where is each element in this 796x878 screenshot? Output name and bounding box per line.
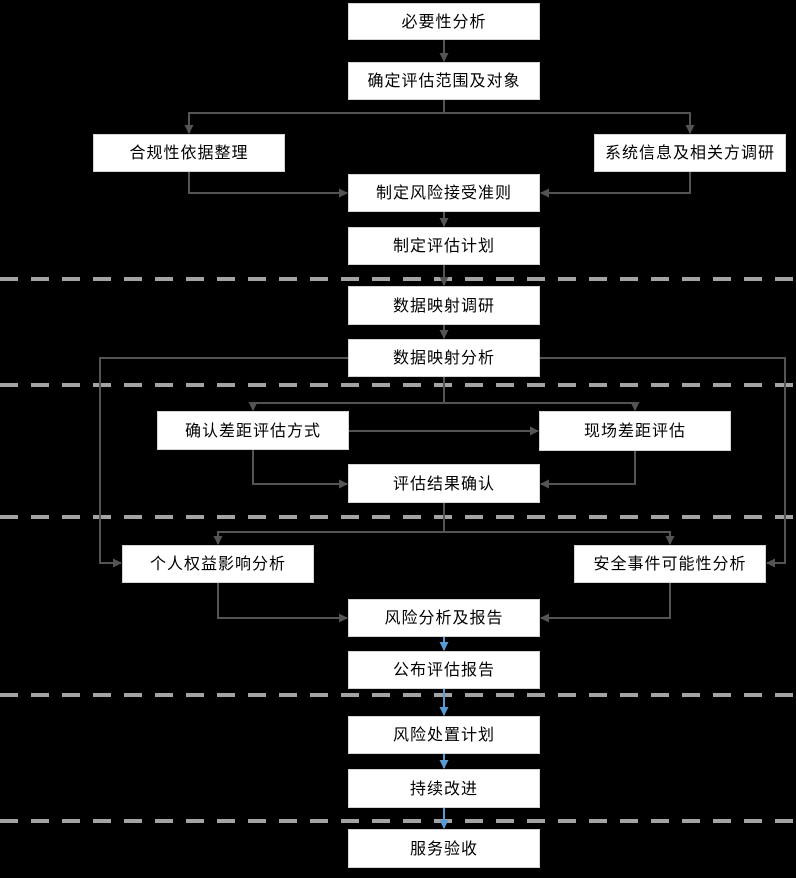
edge-group bbox=[99, 40, 786, 829]
node-onsite-gap-assessment: 现场差距评估 bbox=[539, 411, 731, 451]
edge-confirm-gap-method--result-confirmation bbox=[252, 450, 348, 489]
edge-personal-rights-impact--risk-analysis-report bbox=[217, 583, 348, 623]
node-label: 制定风险接受准则 bbox=[375, 183, 512, 202]
edge-data-mapping-analysis--personal-rights-impact bbox=[99, 357, 348, 568]
edge-define-scope--compliance-basis bbox=[184, 100, 445, 134]
node-label: 评估结果确认 bbox=[392, 473, 495, 493]
edge-security-incident-likelihood--risk-analysis-report bbox=[540, 583, 671, 623]
node-label: 风险处置计划 bbox=[392, 725, 495, 744]
node-label: 持续改进 bbox=[409, 778, 478, 798]
node-label: 系统信息及相关方调研 bbox=[604, 143, 775, 162]
edge-result-confirmation--security-incident-likelihood bbox=[444, 531, 675, 545]
node-label: 数据映射分析 bbox=[392, 348, 495, 367]
edge-result-confirmation--personal-rights-impact bbox=[213, 503, 445, 545]
node-system-info-research: 系统信息及相关方调研 bbox=[594, 134, 786, 172]
node-label: 制定评估计划 bbox=[392, 236, 495, 255]
node-label: 风险分析及报告 bbox=[384, 608, 504, 627]
edge-system-info-research--risk-acceptance-criteria bbox=[540, 172, 691, 198]
node-security-incident-likelihood: 安全事件可能性分析 bbox=[574, 545, 766, 583]
node-service-acceptance: 服务验收 bbox=[348, 829, 540, 868]
node-define-scope: 确定评估范围及对象 bbox=[348, 62, 540, 100]
node-label: 服务验收 bbox=[409, 838, 478, 858]
node-data-mapping-analysis: 数据映射分析 bbox=[348, 339, 540, 377]
node-publish-report: 公布评估报告 bbox=[348, 651, 540, 689]
node-label: 确认差距评估方式 bbox=[184, 420, 321, 440]
edge-define-scope--system-info-research bbox=[444, 112, 695, 134]
node-confirm-gap-method: 确认差距评估方式 bbox=[157, 411, 349, 450]
node-necessity-analysis: 必要性分析 bbox=[348, 3, 540, 40]
node-personal-rights-impact: 个人权益影响分析 bbox=[122, 545, 314, 583]
edge-compliance-basis--risk-acceptance-criteria bbox=[188, 172, 348, 198]
edge-data-mapping-analysis--confirm-gap-method bbox=[248, 377, 445, 411]
node-assessment-plan: 制定评估计划 bbox=[348, 227, 540, 265]
node-risk-treatment-plan: 风险处置计划 bbox=[348, 716, 540, 754]
node-result-confirmation: 评估结果确认 bbox=[348, 464, 540, 503]
node-label: 合规性依据整理 bbox=[129, 143, 249, 162]
node-label: 安全事件可能性分析 bbox=[593, 554, 747, 573]
node-continuous-improvement: 持续改进 bbox=[348, 769, 540, 808]
edge-data-mapping-analysis--security-incident-likelihood bbox=[540, 357, 786, 568]
node-label: 数据映射调研 bbox=[392, 295, 495, 315]
node-label: 确定评估范围及对象 bbox=[367, 71, 521, 90]
edge-onsite-gap-assessment--result-confirmation bbox=[540, 451, 636, 489]
node-compliance-basis: 合规性依据整理 bbox=[93, 134, 285, 172]
edge-data-mapping-analysis--onsite-gap-assessment bbox=[444, 402, 640, 411]
node-data-mapping-research: 数据映射调研 bbox=[348, 286, 540, 325]
node-label: 现场差距评估 bbox=[583, 421, 686, 440]
node-risk-acceptance-criteria: 制定风险接受准则 bbox=[348, 174, 540, 212]
node-label: 必要性分析 bbox=[401, 11, 487, 31]
node-label: 公布评估报告 bbox=[392, 660, 495, 679]
node-risk-analysis-report: 风险分析及报告 bbox=[348, 599, 540, 637]
phase-divider-group bbox=[0, 277, 796, 823]
node-label: 个人权益影响分析 bbox=[149, 554, 286, 573]
